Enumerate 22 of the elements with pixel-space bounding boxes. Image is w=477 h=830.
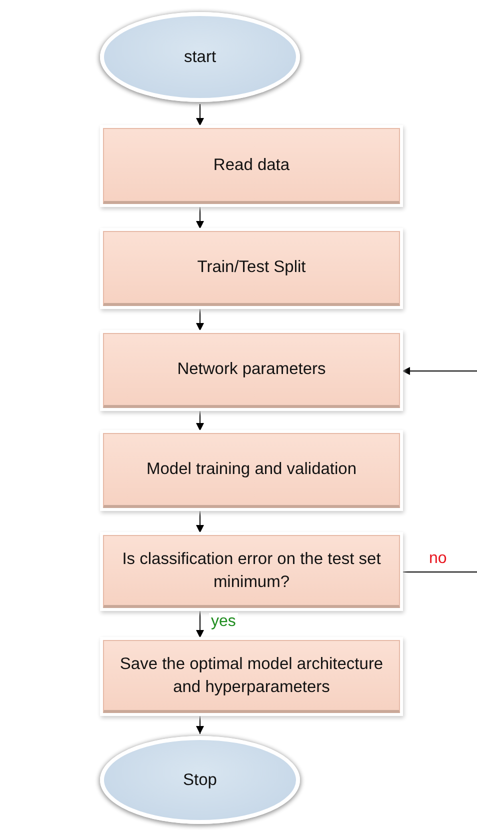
node-text: Train/Test Split <box>197 257 306 278</box>
arrow <box>196 308 204 332</box>
arrow <box>196 510 204 534</box>
process-box <box>103 231 400 306</box>
node-text: Model training and validation <box>146 459 357 480</box>
arrow <box>196 410 204 432</box>
node-text: Read data <box>213 154 290 176</box>
process-box <box>103 128 400 204</box>
process-box <box>103 640 400 713</box>
process-box <box>103 535 400 608</box>
process-box <box>103 433 400 508</box>
process-box <box>103 333 400 408</box>
arrow <box>402 367 477 375</box>
node-text: start <box>184 46 216 68</box>
node-text: Is classification error on the test set minimum? <box>121 549 382 592</box>
node-text: Stop <box>183 770 217 791</box>
arrow <box>196 206 204 230</box>
arrow <box>196 104 204 126</box>
node-text: Network parameters <box>177 359 326 380</box>
arrow <box>196 610 204 638</box>
arrow <box>196 714 204 734</box>
node-text: Save the optimal model architecture and hyperparameters <box>118 654 384 698</box>
